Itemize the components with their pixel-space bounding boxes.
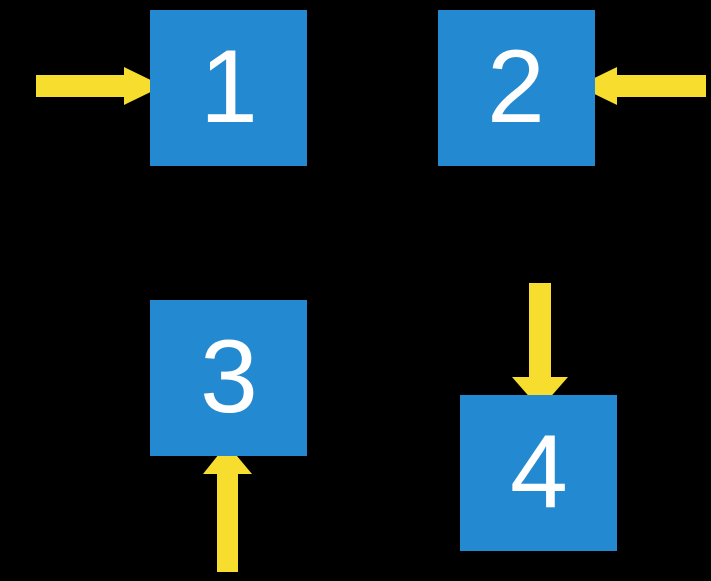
node-box-1[interactable] (150, 10, 307, 166)
node-box-4[interactable] (460, 395, 617, 551)
arrow-up-into-3-icon (203, 444, 252, 572)
arrow-down-into-4-icon (512, 283, 568, 409)
arrow-right-into-1-icon (36, 67, 163, 105)
node-label-2: 2 (487, 29, 545, 145)
node-label-1: 1 (200, 29, 258, 145)
node-box-2[interactable] (438, 10, 595, 166)
arrow-left-into-2-icon (578, 67, 706, 105)
node-box-3[interactable] (150, 300, 307, 456)
node-label-3: 3 (200, 319, 258, 435)
node-label-4: 4 (510, 414, 568, 530)
